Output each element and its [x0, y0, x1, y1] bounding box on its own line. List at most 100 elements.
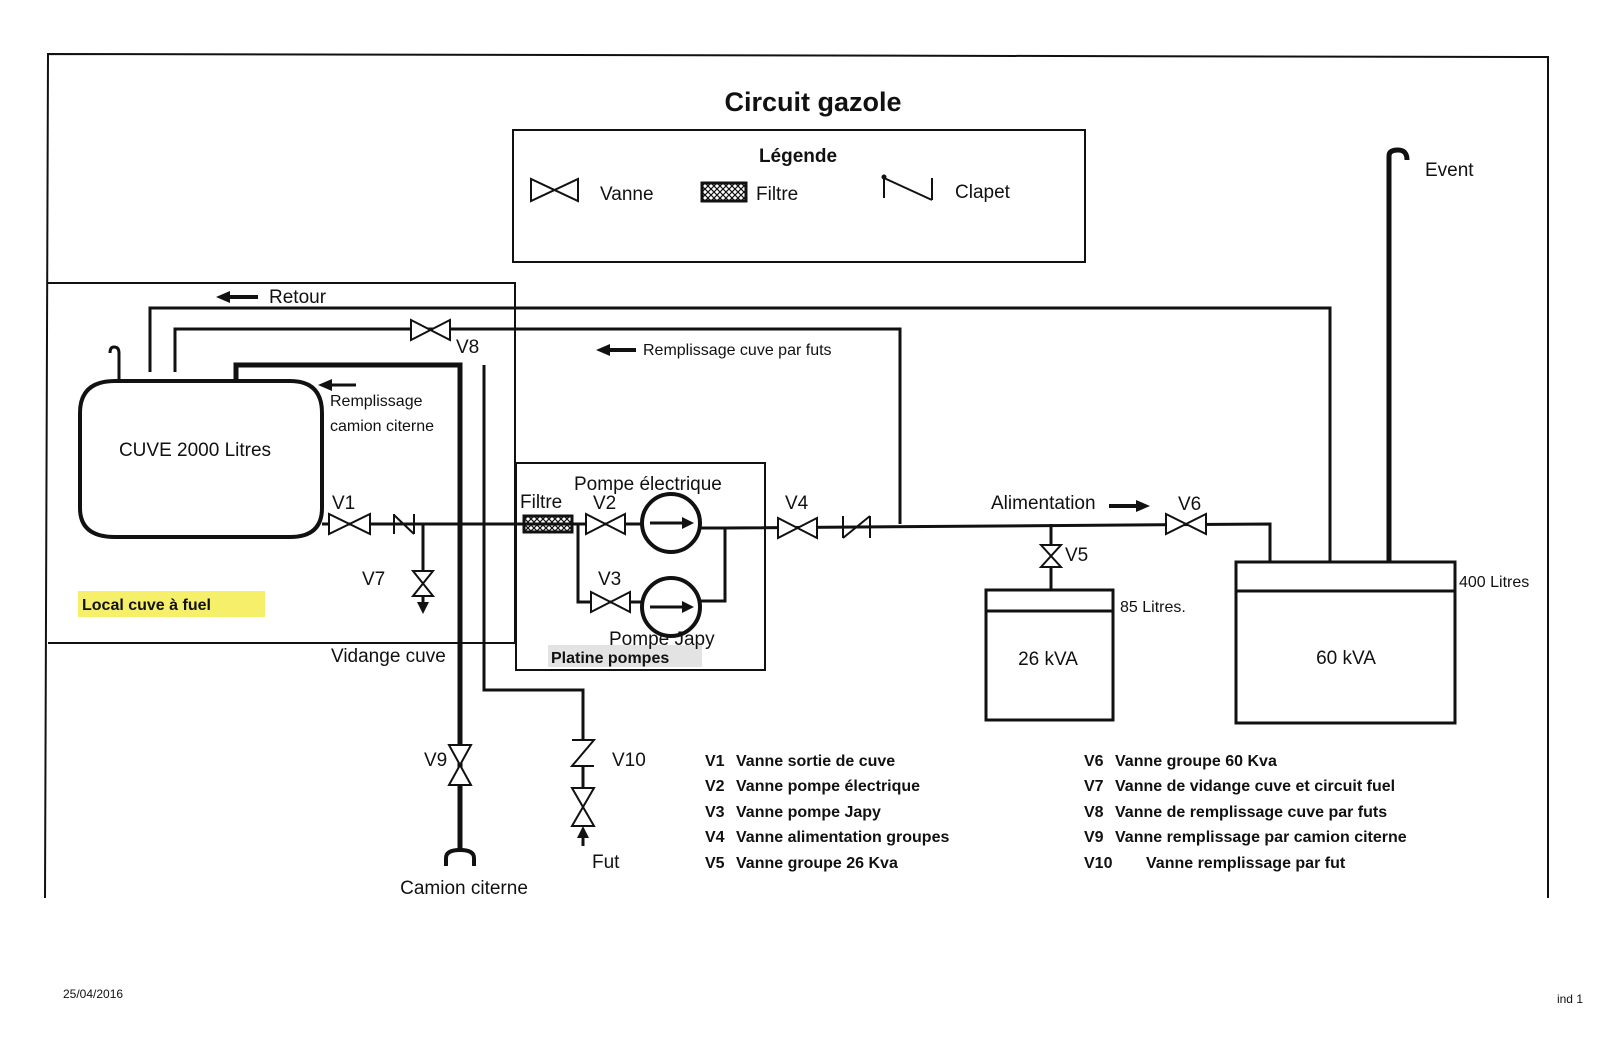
key-desc: Vanne alimentation groupes	[736, 829, 949, 846]
v5-label: V5	[1065, 545, 1088, 566]
legend-clapet-icon	[881, 174, 933, 201]
key-desc: Vanne pompe électrique	[736, 778, 920, 795]
alimentation-arrowhead-icon	[1136, 500, 1150, 512]
fut-arrowhead-icon	[577, 826, 589, 838]
local-cuve-label: Local cuve à fuel	[82, 597, 211, 614]
v1-clapet-icon	[393, 514, 415, 535]
key-code: V4	[705, 829, 725, 846]
v1-valve-icon	[328, 512, 371, 536]
v2-label: V2	[593, 493, 616, 514]
litres-400-label: 400 Litres	[1459, 574, 1529, 591]
remplissage-camion-label-2: camion citerne	[330, 418, 434, 435]
v8-label: V8	[456, 337, 479, 358]
retour-label: Retour	[269, 287, 327, 308]
key-desc: Vanne pompe Japy	[736, 804, 881, 821]
alimentation-label: Alimentation	[991, 493, 1096, 514]
cuve-label: CUVE 2000 Litres	[119, 440, 271, 461]
v9-label: V9	[424, 750, 447, 771]
legend-heading: Légende	[759, 146, 837, 167]
cuve-vent-pipe	[108, 345, 121, 381]
remplissage-futs-pipe	[173, 327, 902, 524]
v4-label: V4	[785, 493, 809, 514]
platine-pompes-label: Platine pompes	[551, 650, 669, 667]
remplissage-futs-arrowhead-icon	[596, 344, 610, 356]
key-code: V9	[1084, 829, 1104, 846]
key-code: V2	[705, 778, 725, 795]
key-desc: Vanne de vidange cuve et circuit fuel	[1115, 778, 1395, 795]
vidange-label: Vidange cuve	[331, 646, 446, 667]
fut-label: Fut	[592, 852, 620, 873]
v6-label: V6	[1178, 494, 1201, 515]
v4-valve-icon	[777, 516, 818, 540]
v4-clapet-icon	[842, 515, 871, 539]
v10-valve-icon	[570, 787, 596, 827]
v5-valve-icon	[1038, 544, 1064, 568]
key-desc: Vanne groupe 26 Kva	[736, 855, 898, 872]
v3-valve-icon	[590, 590, 631, 614]
key-code: V6	[1084, 753, 1104, 770]
key-desc: Vanne sortie de cuve	[736, 753, 895, 770]
v6-valve-icon	[1165, 512, 1207, 536]
key-desc: Vanne de remplissage cuve par futs	[1115, 804, 1387, 821]
pompe-electrique-label: Pompe électrique	[574, 474, 722, 495]
remplissage-futs-label: Remplissage cuve par futs	[643, 342, 832, 359]
cuve-tank	[78, 379, 324, 539]
generator-60kva	[1234, 560, 1457, 725]
retour-arrowhead-icon	[216, 291, 230, 303]
key-code: V10	[1084, 855, 1113, 872]
pompe-japy-label: Pompe Japy	[609, 629, 715, 650]
retour-pipe	[148, 306, 1332, 562]
key-code: V7	[1084, 778, 1104, 795]
pompe-electrique-arrowhead-icon	[682, 517, 694, 529]
v3-label: V3	[598, 569, 621, 590]
generator-26kva-label: 26 kVA	[1018, 649, 1078, 670]
legend-clapet-label: Clapet	[955, 182, 1011, 203]
remplissage-camion-label-1: Remplissage	[330, 393, 423, 410]
pompe-japy-arrowhead-icon	[682, 601, 694, 613]
remplissage-camion-arrowhead-icon	[318, 379, 332, 391]
footer-index: ind 1	[1557, 992, 1583, 1006]
fut-branch-pipe	[482, 365, 585, 740]
key-desc: Vanne groupe 60 Kva	[1115, 753, 1277, 770]
key-code: V5	[705, 855, 725, 872]
camion-fill-pipe	[233, 362, 463, 850]
key-code: V1	[705, 753, 725, 770]
legend-vanne-icon	[530, 177, 579, 203]
v7-drain-arrowhead-icon	[417, 602, 429, 614]
v1-label: V1	[332, 493, 355, 514]
diagram-title: Circuit gazole	[724, 87, 901, 117]
key-desc: Vanne remplissage par camion citerne	[1115, 829, 1407, 846]
drawing-frame	[44, 52, 1549, 899]
key-desc: Vanne remplissage par fut	[1146, 855, 1346, 872]
platine-pompes-frame	[515, 462, 766, 671]
filtre-icon	[522, 514, 574, 534]
camion-coupling-icon	[444, 847, 476, 866]
event-label: Event	[1425, 160, 1474, 181]
valve-key-left: V1 Vanne sortie de cuve V2 Vanne pompe é…	[705, 753, 949, 872]
valve-key-right: V6 Vanne groupe 60 Kva V7 Vanne de vidan…	[1084, 753, 1407, 872]
supply-pipe	[724, 522, 1272, 562]
key-code: V3	[705, 804, 725, 821]
v8-valve-icon	[410, 318, 451, 342]
legend: Légende Vanne Filtre Clapet	[512, 129, 1086, 263]
generator-60kva-label: 60 kVA	[1316, 648, 1376, 669]
key-code: V8	[1084, 804, 1104, 821]
japy-branch-pipe	[576, 524, 645, 604]
v10-clapet-icon	[569, 739, 597, 767]
filtre-label: Filtre	[520, 492, 562, 513]
legend-vanne-label: Vanne	[600, 184, 654, 205]
v7-valve-icon	[410, 570, 436, 597]
v2-valve-icon	[585, 512, 626, 536]
event-pipe	[1386, 147, 1410, 562]
v10-label: V10	[612, 750, 646, 771]
local-cuve-highlight	[78, 591, 265, 617]
footer-date: 25/04/2016	[63, 987, 123, 1001]
platine-pompes-label-bg	[548, 645, 702, 667]
camion-label: Camion citerne	[400, 878, 528, 899]
pump-outlet-pipe	[700, 526, 727, 603]
v7-label: V7	[362, 569, 385, 590]
litres-85-label: 85 Litres.	[1120, 599, 1186, 616]
v9-valve-icon	[447, 744, 473, 786]
legend-filtre-label: Filtre	[756, 184, 798, 205]
